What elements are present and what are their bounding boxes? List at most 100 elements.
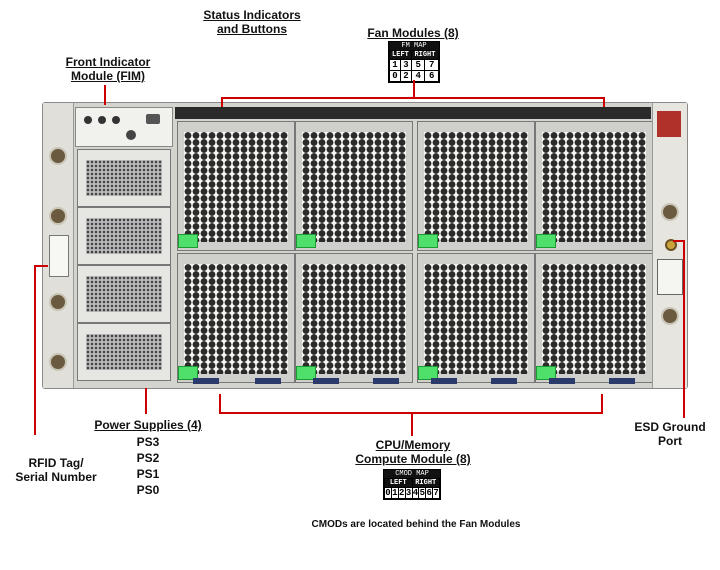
fan-grille <box>424 264 528 374</box>
cmod-label <box>431 378 457 384</box>
cmod-cell: 4 <box>411 487 420 499</box>
server-front-panel <box>42 102 688 389</box>
fan-grille <box>424 132 528 242</box>
psu-grille <box>86 218 162 254</box>
rack-hole <box>661 307 679 325</box>
ps-label: PS2 <box>136 451 160 465</box>
callout-line <box>673 240 685 242</box>
fm-cell: 7 <box>424 59 439 71</box>
right-rack-ear <box>652 103 687 388</box>
rack-hole <box>49 353 67 371</box>
rfid-label: RFID Tag/ Serial Number <box>15 456 97 484</box>
cmod-label <box>549 378 575 384</box>
fan-module-label-strip <box>175 107 651 119</box>
fan-module-0[interactable] <box>177 253 295 383</box>
cmod-label <box>193 378 219 384</box>
callout-line <box>221 97 605 99</box>
cmod-map-left: LEFT <box>384 478 413 488</box>
cmod-cell: 7 <box>432 487 440 499</box>
fan-grille <box>542 132 646 242</box>
fm-cell: 6 <box>424 70 439 82</box>
cmod-note: CMODs are located behind the Fan Modules <box>311 519 521 530</box>
release-tab[interactable] <box>296 234 316 248</box>
release-tab[interactable] <box>178 234 198 248</box>
cmod-cell: 5 <box>418 487 427 499</box>
rfid-tag <box>49 235 69 277</box>
callout-line <box>104 85 106 105</box>
cmod-label-title: CPU/Memory Compute Module (8) <box>355 438 471 466</box>
callout-line <box>603 97 605 107</box>
fan-module-7[interactable] <box>535 121 653 251</box>
fan-grille <box>184 132 288 242</box>
release-tab[interactable] <box>418 234 438 248</box>
release-tab[interactable] <box>536 234 556 248</box>
fan-grille <box>184 264 288 374</box>
cmod-label <box>491 378 517 384</box>
callout-line <box>34 265 48 267</box>
power-supply-ps1[interactable] <box>77 265 171 323</box>
cmod-cell: 0 <box>384 487 392 499</box>
cmod-cell: 3 <box>404 487 413 499</box>
release-tab[interactable] <box>296 366 316 380</box>
front-indicator-module <box>75 107 173 147</box>
fan-module-3[interactable] <box>295 121 413 251</box>
callout-line <box>411 412 413 436</box>
cmod-map-title: CMOD MAP <box>384 470 440 478</box>
locate-button[interactable] <box>126 130 136 140</box>
cmod-cell: 6 <box>425 487 434 499</box>
fan-module-5[interactable] <box>417 121 535 251</box>
callout-line <box>221 97 223 107</box>
fm-cell: 3 <box>399 59 412 71</box>
cmod-label <box>313 378 339 384</box>
cmod-label <box>373 378 399 384</box>
esd-label: ESD Ground Port <box>634 420 706 448</box>
status-led <box>112 116 120 124</box>
esd-ground-port[interactable] <box>665 239 677 251</box>
left-rack-ear <box>43 103 74 388</box>
status-led <box>98 116 106 124</box>
fm-cell: 5 <box>410 59 426 71</box>
power-supply-ps2[interactable] <box>77 207 171 265</box>
callout-line <box>34 265 36 435</box>
rack-hole <box>49 207 67 225</box>
psu-grille <box>86 276 162 312</box>
power-button[interactable] <box>146 114 160 124</box>
fan-module-2[interactable] <box>295 253 413 383</box>
fim-label: Front Indicator Module (FIM) <box>65 55 151 83</box>
fan-modules-label: Fan Modules (8) <box>367 26 459 40</box>
power-supply-ps0[interactable] <box>77 323 171 381</box>
psu-grille <box>86 334 162 370</box>
info-label <box>657 259 683 295</box>
cmod-cell: 2 <box>397 487 406 499</box>
fm-map-right: RIGHT <box>410 50 440 60</box>
fm-cell: 0 <box>389 70 401 82</box>
fm-map-title: FM MAP <box>389 42 439 50</box>
release-tab[interactable] <box>178 366 198 380</box>
fm-map-left: LEFT <box>389 50 412 60</box>
fan-grille <box>302 264 406 374</box>
fan-grille <box>302 132 406 242</box>
power-supplies-label: Power Supplies (4) <box>94 418 202 432</box>
status-led <box>84 116 92 124</box>
ps-label: PS3 <box>136 435 160 449</box>
fan-module-4[interactable] <box>417 253 535 383</box>
psu-grille <box>86 160 162 196</box>
callout-line <box>413 80 415 98</box>
fan-module-1[interactable] <box>177 121 295 251</box>
power-supply-ps3[interactable] <box>77 149 171 207</box>
vendor-logo <box>657 111 681 137</box>
callout-line <box>601 394 603 413</box>
release-tab[interactable] <box>536 366 556 380</box>
callout-line <box>145 388 147 414</box>
fm-cell: 1 <box>389 59 401 71</box>
cmod-map-right: RIGHT <box>411 478 440 488</box>
rack-hole <box>661 203 679 221</box>
ps-label: PS0 <box>136 483 160 497</box>
fan-grille <box>542 264 646 374</box>
callout-line <box>683 240 685 418</box>
callout-line <box>219 394 221 413</box>
ps-label: PS1 <box>136 467 160 481</box>
fan-module-6[interactable] <box>535 253 653 383</box>
release-tab[interactable] <box>418 366 438 380</box>
